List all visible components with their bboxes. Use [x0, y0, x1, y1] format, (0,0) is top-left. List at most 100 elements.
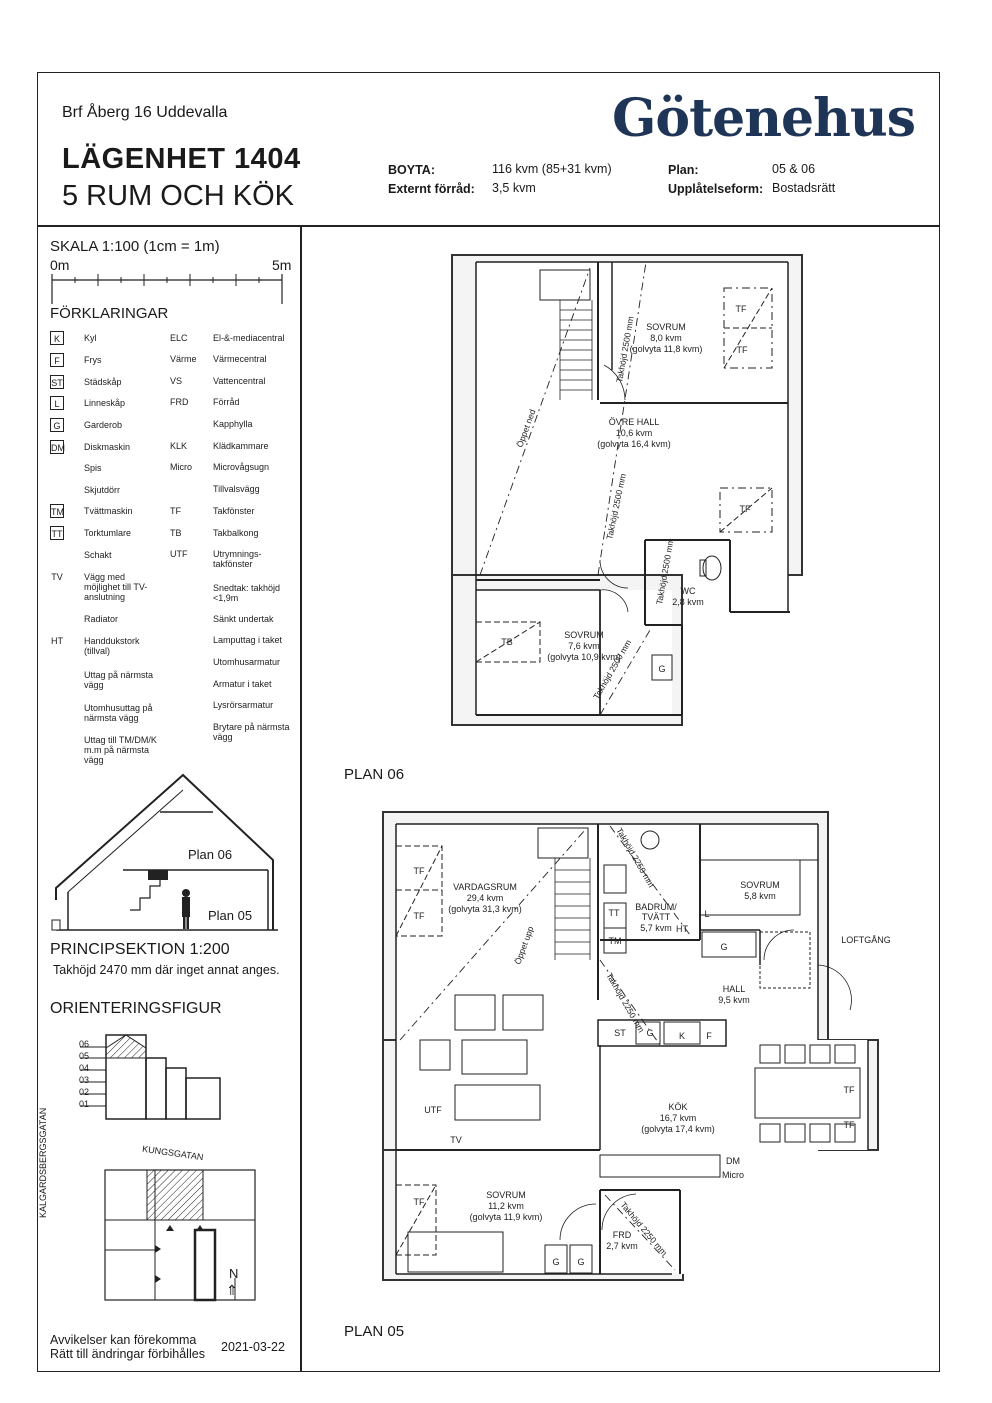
- legend-right-symbol-2: VS: [170, 376, 183, 386]
- legend-right-text-15: Armatur i taket: [213, 679, 272, 689]
- legend-text-15: Utomhusuttag på närmsta vägg: [84, 703, 153, 723]
- plan-value: 05 & 06: [772, 162, 816, 176]
- p06-sovrum2-name: SOVRUM: [564, 630, 604, 640]
- legend-right-text-11: Snedtak: takhöjd <1,9m: [213, 583, 281, 603]
- legend-right-text-4: Kapphylla: [213, 419, 253, 429]
- p05-g-1: G: [646, 1028, 653, 1038]
- legend-symbol-13: HT: [51, 636, 63, 646]
- legend-text-13: Handdukstork (tillval): [84, 636, 140, 656]
- p05-sov1-name: SOVRUM: [740, 880, 780, 890]
- legend-right-text-13: Lamputtag i taket: [213, 635, 283, 645]
- p05-micro: Micro: [722, 1170, 744, 1180]
- legend-title: FÖRKLARINGAR: [50, 305, 169, 322]
- boyta-value: 116 kvm (85+31 kvm): [492, 162, 612, 176]
- storage-value: 3,5 kvm: [492, 181, 536, 195]
- p06-tf-2: TF: [737, 345, 748, 355]
- scale-title: SKALA 1:100 (1cm = 1m): [50, 238, 220, 255]
- legend-right-text-0: El-&-mediacentral: [213, 333, 285, 343]
- legend-right-text-8: Takfönster: [213, 506, 255, 516]
- p05-tv: TV: [450, 1135, 462, 1145]
- p05-bad-area: 5,7 kvm: [640, 923, 672, 933]
- p05-sov2-name: SOVRUM: [486, 1190, 526, 1200]
- legend-symbol-9: TT: [50, 526, 64, 540]
- legend-text-14: Uttag på närmsta vägg: [84, 670, 154, 690]
- scale-bar: [51, 274, 283, 304]
- header-divider: [37, 225, 940, 227]
- orientation-map: [104, 1169, 256, 1302]
- brand-logo: Götenehus: [612, 88, 916, 149]
- north-arrow-icon: ⇑: [226, 1282, 238, 1298]
- legend-symbol-2: ST: [50, 375, 64, 389]
- legend-symbol-15: [50, 701, 64, 715]
- legend-text-8: Tvättmaskin: [84, 506, 133, 516]
- p05-loftgang: LOFTGÅNG: [841, 935, 890, 945]
- plan05-label: PLAN 05: [344, 1323, 405, 1340]
- p05-ht: HT: [676, 924, 688, 934]
- legend-symbol-14: [50, 668, 64, 682]
- page-frame: [37, 72, 940, 1372]
- legend-right-text-1: Värmecentral: [213, 354, 267, 364]
- legend-text-6: Spis: [84, 463, 102, 473]
- p05-kok-area: 16,7 kvm: [660, 1113, 697, 1123]
- legend-right-symbol-1: Värme: [170, 354, 197, 364]
- legend-symbol-10: [50, 548, 64, 562]
- p05-dm: DM: [726, 1156, 740, 1166]
- legend-symbol-1: F: [50, 353, 64, 367]
- legend-text-1: Frys: [84, 355, 102, 365]
- left-column-divider: [300, 225, 302, 1372]
- p06-wc-name: WC: [681, 586, 696, 596]
- orientation-title: ORIENTERINGSFIGUR: [50, 1000, 222, 1017]
- p06-sovrum1-floor: (golvyta 11,8 kvm): [630, 344, 703, 354]
- legend-right-symbol-9: TB: [170, 528, 182, 538]
- p05-vardag-floor: (golvyta 31,3 kvm): [448, 904, 522, 914]
- legend-right-text-5: Klädkammare: [213, 441, 269, 451]
- p05-utf: UTF: [424, 1105, 442, 1115]
- legend-text-11: Vägg med möjlighet till TV-anslutning: [84, 572, 148, 602]
- p06-tf-3: TF: [740, 504, 751, 514]
- p05-tt: TT: [609, 908, 620, 918]
- p05-f: F: [706, 1031, 712, 1041]
- p06-sovrum1-area: 8,0 kvm: [650, 333, 682, 343]
- legend-right-symbol-3: FRD: [170, 397, 189, 407]
- p05-tf-5: TF: [844, 1120, 855, 1130]
- apartment-rooms: 5 RUM OCH KÖK: [62, 180, 295, 212]
- legend-symbol-8: TM: [50, 504, 64, 518]
- legend-symbol-11: TV: [51, 572, 63, 582]
- p05-sov2-area: 11,2 kvm: [488, 1201, 524, 1211]
- plan-label: Plan:: [668, 163, 699, 177]
- scale-start: 0m: [50, 257, 70, 273]
- legend-right-symbol-6: Micro: [170, 462, 192, 472]
- plan06-label: PLAN 06: [344, 766, 405, 783]
- boyta-label: BOYTA:: [388, 163, 435, 177]
- section-note: Takhöjd 2470 mm där inget annat anges.: [53, 963, 280, 977]
- p05-sov2-floor: (golvyta 11,9 kvm): [470, 1212, 543, 1222]
- legend-text-10: Schakt: [84, 550, 112, 560]
- legend-text-16: Uttag till TM/DM/K m.m på närmsta vägg: [84, 735, 157, 765]
- legend-symbol-4: G: [50, 418, 64, 432]
- p06-hall-name: ÖVRE HALL: [609, 417, 660, 427]
- p05-hall-name: HALL: [723, 984, 746, 994]
- footer-line1: Avvikelser kan förekomma: [50, 1333, 197, 1347]
- floor-label-02: 02: [79, 1087, 90, 1097]
- section-plan06-label: Plan 06: [188, 847, 233, 862]
- legend-right-text-6: Microvågsugn: [213, 462, 270, 472]
- legend-right-text-3: Förråd: [213, 397, 240, 407]
- legend-right-text-14: Utomhusarmatur: [213, 657, 281, 667]
- legend-text-9: Torktumlare: [84, 528, 132, 538]
- plan06-drawing: SOVRUM 8,0 kvm (golvyta 11,8 kvm) ÖVRE H…: [451, 254, 803, 726]
- tenure-value: Bostadsrätt: [772, 181, 836, 195]
- floor-label-01: 01: [79, 1099, 90, 1109]
- p05-kok-name: KÖK: [668, 1102, 687, 1112]
- legend-text-5: Diskmaskin: [84, 442, 131, 452]
- storage-label: Externt förråd:: [388, 182, 475, 196]
- floor-label-05: 05: [79, 1051, 90, 1061]
- legend-right-text-10: Utrymnings-takfönster: [213, 549, 262, 569]
- p05-hall-area: 9,5 kvm: [718, 995, 750, 1005]
- p05-vardag-name: VARDAGSRUM: [453, 882, 517, 892]
- plan05-drawing: VARDAGSRUM 29,4 kvm (golvyta 31,3 kvm) B…: [382, 811, 890, 1281]
- north-label: N: [229, 1266, 239, 1281]
- p06-sovrum2-floor: (golvyta 10,9 kvm): [547, 652, 621, 662]
- legend-right-symbol-5: KLK: [170, 441, 188, 451]
- p06-sovrum1-name: SOVRUM: [646, 322, 686, 332]
- footer-disclaimer: Avvikelser kan förekomma Rätt till ändri…: [50, 1333, 205, 1361]
